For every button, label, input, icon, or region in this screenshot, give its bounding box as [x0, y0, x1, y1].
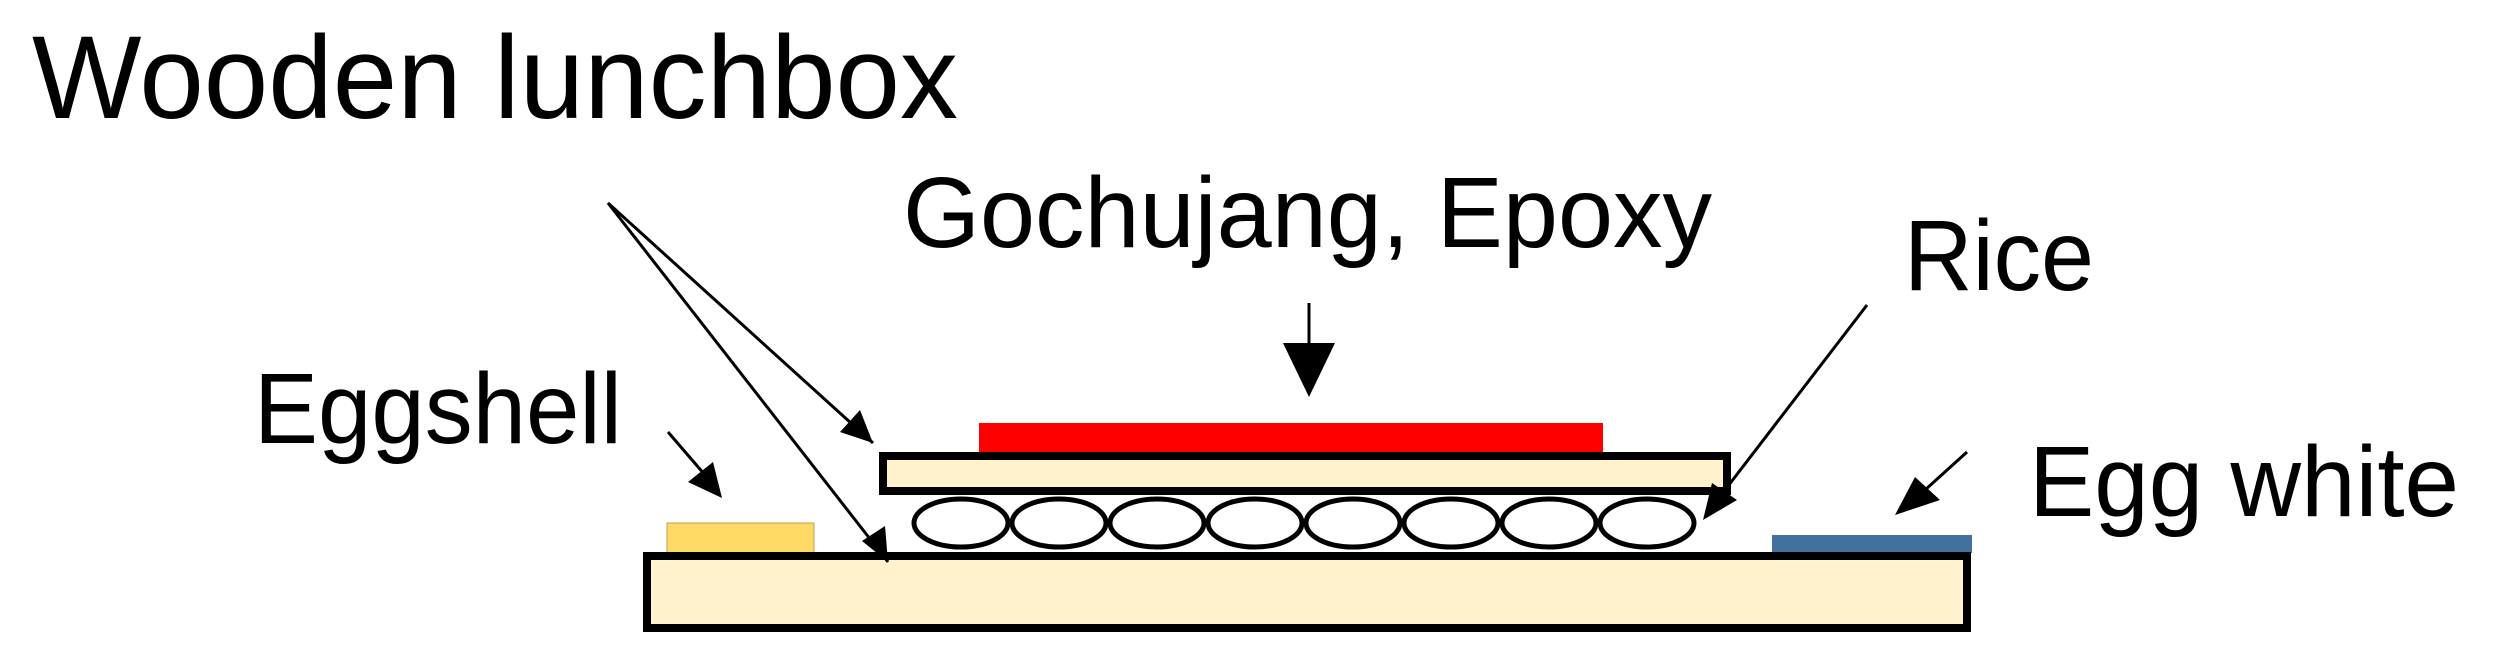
arrows	[606, 201, 1969, 563]
rice-grain	[1499, 496, 1599, 550]
egg-white-layer	[1772, 535, 1972, 553]
top-wooden-board	[879, 452, 1731, 495]
arrow-head-icon	[688, 462, 722, 498]
arrow-head-icon	[1703, 483, 1737, 520]
arrow-wooden-lunchbox-top	[606, 201, 875, 445]
label-egg-white: Egg white	[2029, 426, 2459, 538]
arrow-wooden-lunchbox-base	[606, 202, 890, 563]
label-gochujang-epoxy: Gochujang, Epoxy	[903, 157, 1712, 269]
rice-grains	[911, 496, 1697, 550]
arrow-head-icon	[862, 526, 888, 562]
arrow-head-icon	[1895, 477, 1940, 515]
label-wooden-lunchbox: Wooden lunchbox	[32, 12, 958, 144]
base-wooden-board	[643, 552, 1971, 632]
rice-grain	[1303, 496, 1403, 550]
rice-grain	[911, 496, 1011, 550]
arrow-rice	[1723, 304, 1869, 491]
arrow-head-icon	[1283, 343, 1335, 397]
eggshell-layer	[666, 522, 815, 554]
gochujang-epoxy-layer	[979, 423, 1603, 454]
label-eggshell: Eggshell	[254, 353, 622, 465]
rice-grain	[1597, 496, 1697, 550]
arrow-egg-white	[1923, 450, 1969, 492]
rice-grain	[1205, 496, 1305, 550]
arrow-head-icon	[840, 410, 873, 443]
rice-grain	[1009, 496, 1109, 550]
rice-grain	[1107, 496, 1207, 550]
label-rice: Rice	[1904, 200, 2094, 312]
rice-grain	[1401, 496, 1501, 550]
arrow-eggshell	[666, 431, 707, 476]
